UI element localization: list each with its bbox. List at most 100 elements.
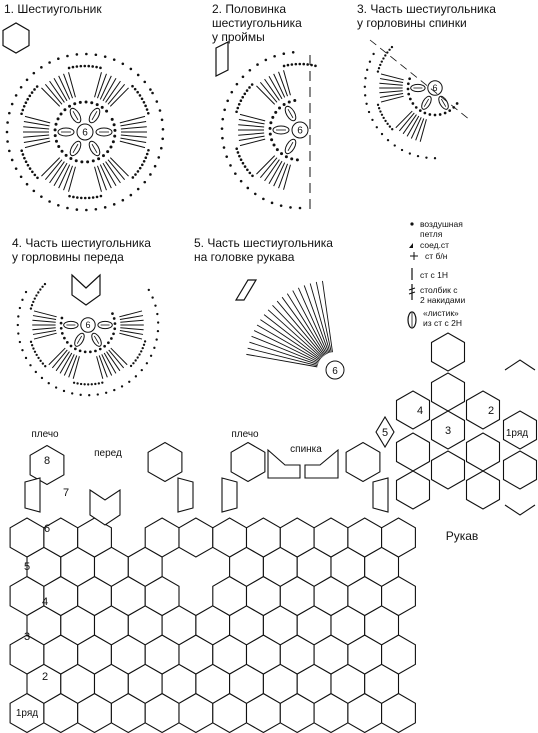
chain-dot (72, 381, 76, 384)
chain-dot (408, 77, 411, 81)
chain-dot (39, 288, 42, 291)
chain-dot (145, 152, 149, 156)
stitch-line (68, 72, 76, 98)
stitch-line (246, 353, 318, 368)
chain-dot (31, 170, 34, 174)
chain-dot (16, 323, 19, 327)
stitch-line (309, 283, 331, 353)
front-neck-outline-icon (71, 273, 101, 306)
stitch-line (119, 329, 144, 335)
chain-dot (59, 112, 63, 116)
stitch-line (96, 356, 104, 379)
chain-dot (94, 53, 98, 57)
chain-dot (104, 391, 108, 394)
chain-dot (287, 100, 291, 104)
chain-dot (290, 157, 294, 161)
chain-dot (136, 73, 140, 77)
stitch-line (419, 119, 427, 142)
stitch-line (32, 329, 57, 335)
chain-dot (120, 385, 124, 388)
shoulder-hexagon (345, 441, 381, 483)
chain-dot (94, 349, 97, 353)
chain-dot (380, 113, 384, 116)
chain-dot (377, 107, 381, 110)
stitch-line (32, 327, 56, 331)
chain-dot (282, 64, 286, 68)
stitch-line (103, 352, 117, 374)
chain-dot (53, 134, 57, 138)
chain-dot (48, 200, 51, 203)
chain-dot (20, 112, 23, 116)
chain-dot (26, 163, 30, 167)
chain-dot (121, 62, 125, 66)
chain-dot (54, 139, 58, 143)
chain-dot (428, 113, 432, 116)
shoulder-hexagon (29, 444, 65, 486)
chain-dot (63, 336, 66, 340)
chain-dot (279, 204, 283, 207)
chain-dot (101, 381, 104, 384)
chain-dot (241, 95, 245, 99)
stitch-line (303, 285, 330, 354)
chain-dot (149, 354, 153, 357)
sleeve-hexagon (430, 332, 466, 372)
chain-dot (75, 65, 79, 68)
chain-dot (99, 66, 102, 70)
chain-dot (142, 160, 146, 163)
sleeve-hexagon (502, 410, 538, 450)
chain-dot (143, 80, 147, 84)
sleeve-hexagon (430, 410, 466, 450)
chain-dot (103, 55, 107, 58)
stitch-line (63, 354, 75, 376)
stitch-line (379, 92, 404, 98)
chain-dot (21, 298, 24, 302)
chain-dot (35, 294, 38, 297)
chain-dot (146, 112, 150, 115)
chain-dot (79, 382, 83, 386)
chain-dot (91, 196, 95, 199)
chain-dot (138, 353, 141, 356)
chain-dot (380, 60, 383, 63)
leaf-vein (423, 98, 430, 107)
sleeve-label: Рукав (446, 529, 479, 543)
chain-dot (151, 296, 154, 299)
chain-dot (44, 365, 47, 368)
chain-dot (107, 341, 110, 345)
stitch-line (253, 330, 320, 363)
chain-dot (40, 376, 44, 380)
chain-dot (235, 110, 238, 114)
chain-dot (411, 102, 415, 105)
stitch-line (58, 75, 71, 100)
chain-dot (425, 156, 428, 159)
chain-dot (89, 350, 92, 354)
sleeve-hexagon (430, 450, 466, 490)
chain-dot (384, 119, 387, 123)
chain-dot (379, 63, 382, 67)
stitch-line (278, 163, 289, 189)
stitch-line (51, 349, 68, 369)
chain-dot (282, 103, 286, 107)
motif-front-neck: 6 (16, 273, 160, 397)
chain-dot (112, 203, 116, 206)
stitch-line (106, 351, 121, 372)
sleeve-hexagon (430, 372, 466, 412)
chain-dot (64, 153, 68, 157)
stitch-line (272, 304, 323, 358)
chain-dot (438, 113, 442, 116)
legend-symbols (407, 222, 418, 329)
chain-dot (272, 143, 276, 147)
stitch-line (119, 332, 143, 340)
chain-dot (273, 54, 276, 58)
chain-dot (6, 121, 9, 124)
chain-dot (25, 78, 29, 82)
chain-dot (78, 100, 82, 104)
chain-dot (30, 91, 34, 94)
chain-dot (128, 380, 131, 383)
stitch-line (238, 119, 265, 125)
stitch-line (32, 315, 57, 321)
chain-dot (72, 195, 75, 199)
chain-dot (149, 173, 152, 176)
chain-dot (262, 197, 265, 201)
shoulder-label: плечо (31, 429, 59, 440)
leaf-vein (91, 111, 98, 121)
